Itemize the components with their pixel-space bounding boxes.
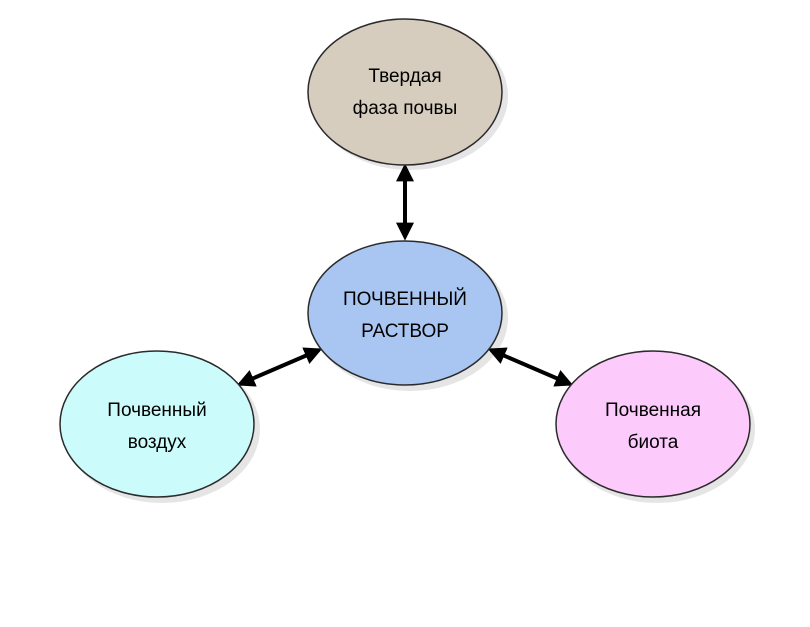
arrow-solution-biota: [487, 347, 574, 387]
node-soil-solution-shape: [307, 240, 503, 386]
node-soil-air-label-line2: воздух: [128, 432, 187, 453]
node-solid-phase-label-line2: фаза почвы: [353, 98, 458, 119]
node-soil-air-shape: [59, 350, 255, 498]
node-soil-biota-label-line1: Почвенная: [605, 400, 701, 421]
arrow-solution-air: [236, 347, 323, 387]
node-soil-biota-shape: [555, 350, 751, 498]
node-soil-biota: Почвенная биота: [555, 350, 751, 498]
node-soil-air-label-line1: Почвенный: [107, 400, 206, 421]
node-soil-solution-label-line2: РАСТВОР: [361, 321, 449, 342]
node-solid-phase: Твердая фаза почвы: [307, 18, 503, 166]
node-solid-phase-shape: [307, 18, 503, 166]
node-soil-biota-label-line2: биота: [628, 432, 679, 453]
node-solid-phase-label-line1: Твердая: [368, 66, 441, 87]
node-soil-solution: ПОЧВЕННЫЙ РАСТВОР: [307, 240, 503, 386]
connectors: [236, 163, 574, 387]
node-soil-solution-label-line1: ПОЧВЕННЫЙ: [343, 288, 467, 310]
node-soil-air: Почвенный воздух: [59, 350, 255, 498]
